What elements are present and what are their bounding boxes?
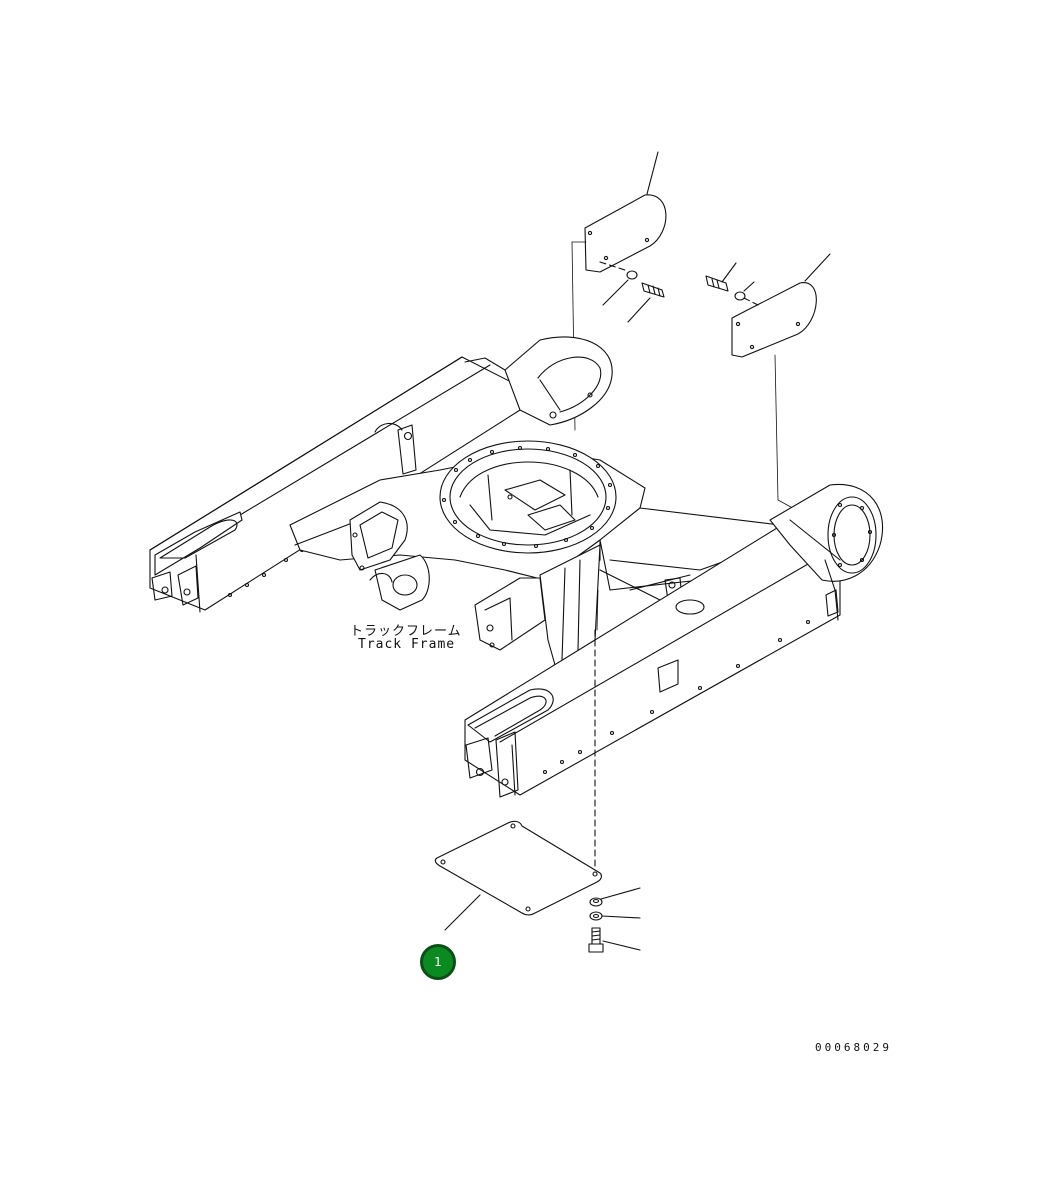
- track-frame-label-japanese: トラックフレーム: [350, 624, 462, 639]
- upper-right-washer-and-bolt: [705, 262, 759, 306]
- upper-left-cover-plate: [584, 151, 667, 273]
- track-frame-label-english: Track Frame: [358, 637, 456, 652]
- bottom-cover-plate: [434, 820, 602, 916]
- right-track-frame-beam: [464, 483, 884, 798]
- left-track-frame-beam: [149, 336, 613, 613]
- bottom-cover-leader-line: [444, 894, 481, 931]
- upper-right-cover-plate: [731, 253, 831, 358]
- drawing-number: 00068029: [815, 1041, 892, 1054]
- center-body: [289, 440, 791, 666]
- bottom-cover-hardware: [588, 887, 641, 953]
- upper-left-washer-and-bolt: [599, 261, 665, 323]
- part-callout-1[interactable]: 1: [420, 944, 456, 980]
